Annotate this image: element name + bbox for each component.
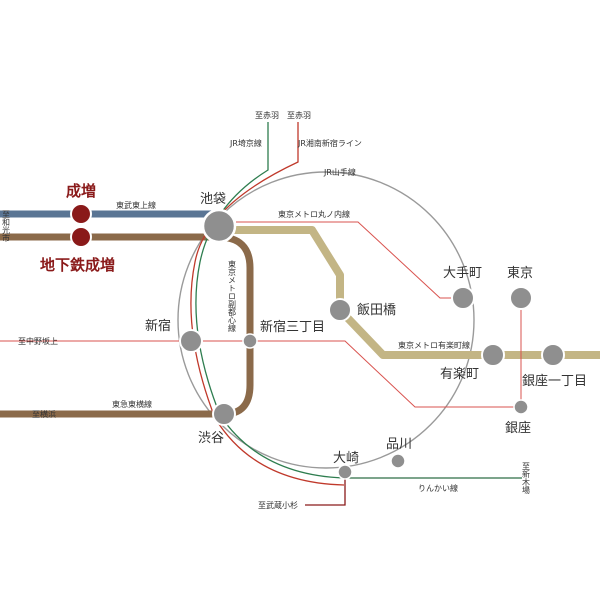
chikatetsu-narimasu-label: 地下鉄成増 [40,256,115,274]
shinjuku-sanchome-station[interactable] [242,333,258,349]
ginza-label: 銀座 [505,421,531,436]
yurakucho-line-label: 東京メトロ有楽町線 [398,340,470,350]
jr-saikyo-label: JR埼京線 [229,138,262,148]
jr-saikyo-line [195,122,345,479]
rinkai-label: りんかい線 [418,483,458,493]
marunouchi-line-west [0,340,520,408]
shibuya-station[interactable] [212,402,236,426]
chikatetsu-narimasu-station[interactable] [70,226,92,248]
jr-yamanote-label: JR山手線 [323,167,356,177]
dest-yokohama: 至横浜 [32,409,56,419]
otemachi-station[interactable] [451,286,475,310]
osaki-branch [305,478,346,506]
ikebukuro-label: 池袋 [200,192,226,207]
yurakucho-line [220,226,600,359]
tobu-tojo-label: 東武東上線 [116,200,156,210]
jr-yamanote-ring [177,171,475,469]
fukutoshin-label: 東京メトロ副都心線 [228,259,237,332]
osaki-station[interactable] [337,464,353,480]
narimasu-station[interactable] [70,203,92,225]
osaki-label: 大崎 [333,451,359,466]
dest-wakoshi: 至和光市 [2,210,11,243]
yurakucho-label: 有楽町 [440,366,479,382]
tokyu-toyoko-label: 東急東横線 [112,399,152,409]
shonan-shinjuku-label: JR湘南新宿ライン [297,138,362,148]
iidabashi-station[interactable] [328,298,352,322]
otemachi-label: 大手町 [443,266,482,281]
dest-akabane-2: 至赤羽 [287,111,311,120]
shinjuku-label: 新宿 [145,318,171,334]
shinjuku-sanchome-label: 新宿三丁目 [260,319,325,335]
yurakucho-station[interactable] [481,343,505,367]
shinagawa-station[interactable] [390,453,406,469]
tokyo-station[interactable] [509,286,533,310]
ikebukuro-station[interactable] [201,208,237,244]
dest-akabane-1: 至赤羽 [255,111,279,120]
ginza-itchome-label: 銀座一丁目 [522,374,587,389]
shonan-shinjuku-line [190,122,345,486]
shibuya-label: 渋谷 [198,431,224,446]
narimasu-label: 成増 [66,182,96,200]
dest-shin-kiba: 至新木場 [522,462,531,495]
shinagawa-label: 品川 [386,437,412,452]
marunouchi-label: 東京メトロ丸ノ内線 [278,209,350,219]
shinjuku-station[interactable] [179,329,203,353]
fukutoshin-line [0,233,254,418]
ginza-station[interactable] [513,399,529,415]
dest-musashi-kosugi: 至武蔵小杉 [258,500,298,510]
iidabashi-label: 飯田橋 [357,303,396,318]
ginza-itchome-station[interactable] [541,343,565,367]
tokyo-label: 東京 [507,265,533,281]
dest-nakano-sakaue: 至中野坂上 [18,336,58,346]
